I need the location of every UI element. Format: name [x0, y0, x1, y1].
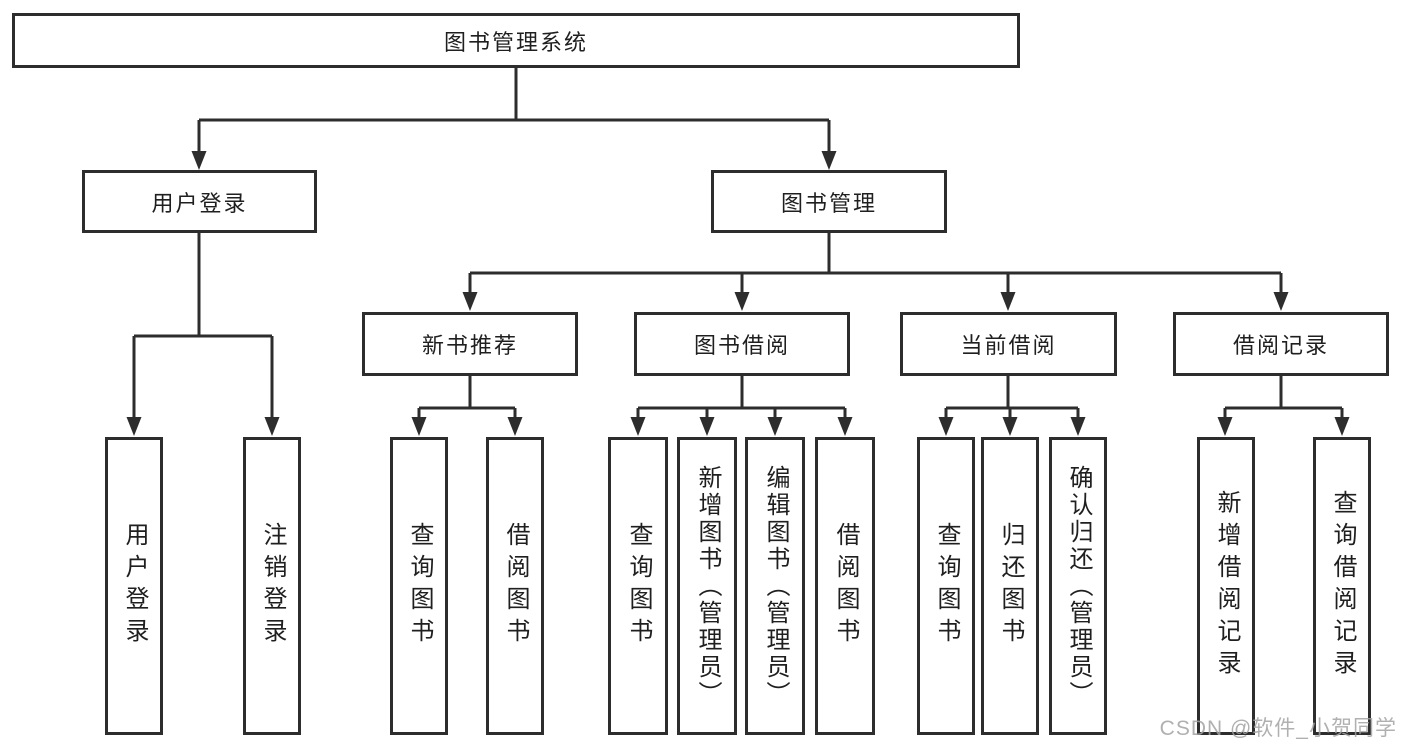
node-book-borrow: 图书借阅 — [634, 312, 850, 376]
leaf-borrow-books-recommend: 借阅图书 — [486, 437, 544, 735]
arrowhead-icons — [126, 151, 1350, 436]
node-current-borrow: 当前借阅 — [900, 312, 1117, 376]
node-label: 图书管理 — [780, 190, 877, 216]
leaf-add-borrow-record: 新增借阅记录 — [1197, 437, 1255, 735]
node-label: 用户登录 — [151, 190, 248, 216]
node-label: 编辑图书（管理员） — [762, 464, 789, 708]
leaf-query-books-borrow: 查询图书 — [608, 437, 668, 735]
node-label: 新增借阅记录 — [1213, 490, 1240, 682]
node-label: 借阅图书 — [502, 522, 529, 650]
node-label: 查询借阅记录 — [1329, 490, 1356, 682]
leaf-query-books-recommend: 查询图书 — [390, 437, 448, 735]
node-user-login: 用户登录 — [82, 170, 317, 233]
node-label: 图书借阅 — [693, 333, 790, 358]
node-label: 新书推荐 — [421, 333, 518, 358]
node-label: 查询图书 — [406, 522, 433, 650]
node-borrow-records: 借阅记录 — [1173, 312, 1389, 376]
node-book-management: 图书管理 — [711, 170, 947, 233]
leaf-query-books-current: 查询图书 — [917, 437, 975, 735]
leaf-query-borrow-record: 查询借阅记录 — [1313, 437, 1371, 735]
leaf-add-books-admin: 新增图书（管理员） — [677, 437, 737, 735]
leaf-confirm-return-admin: 确认归还（管理员） — [1049, 437, 1107, 735]
node-label: 借阅记录 — [1232, 333, 1329, 358]
leaf-user-login: 用户登录 — [105, 437, 163, 735]
node-label: 归还图书 — [997, 522, 1024, 650]
leaf-return-books: 归还图书 — [981, 437, 1039, 735]
node-label: 注销登录 — [259, 522, 286, 650]
node-label: 新增图书（管理员） — [694, 464, 721, 708]
leaf-edit-books-admin: 编辑图书（管理员） — [745, 437, 805, 735]
csdn-watermark: CSDN @软件_小贺同学 — [1159, 717, 1397, 740]
node-root-library-system: 图书管理系统 — [12, 13, 1020, 68]
node-label: 用户登录 — [121, 522, 148, 650]
node-label: 查询图书 — [933, 522, 960, 650]
node-label: 确认归还（管理员） — [1065, 464, 1092, 708]
node-new-book-recommend: 新书推荐 — [362, 312, 578, 376]
leaf-borrow-books: 借阅图书 — [815, 437, 875, 735]
node-label: 查询图书 — [625, 522, 652, 650]
node-label: 当前借阅 — [960, 333, 1057, 358]
node-label: 借阅图书 — [832, 522, 859, 650]
leaf-logout: 注销登录 — [243, 437, 301, 735]
connector-stems — [132, 68, 1344, 420]
node-label: 图书管理系统 — [443, 29, 588, 55]
